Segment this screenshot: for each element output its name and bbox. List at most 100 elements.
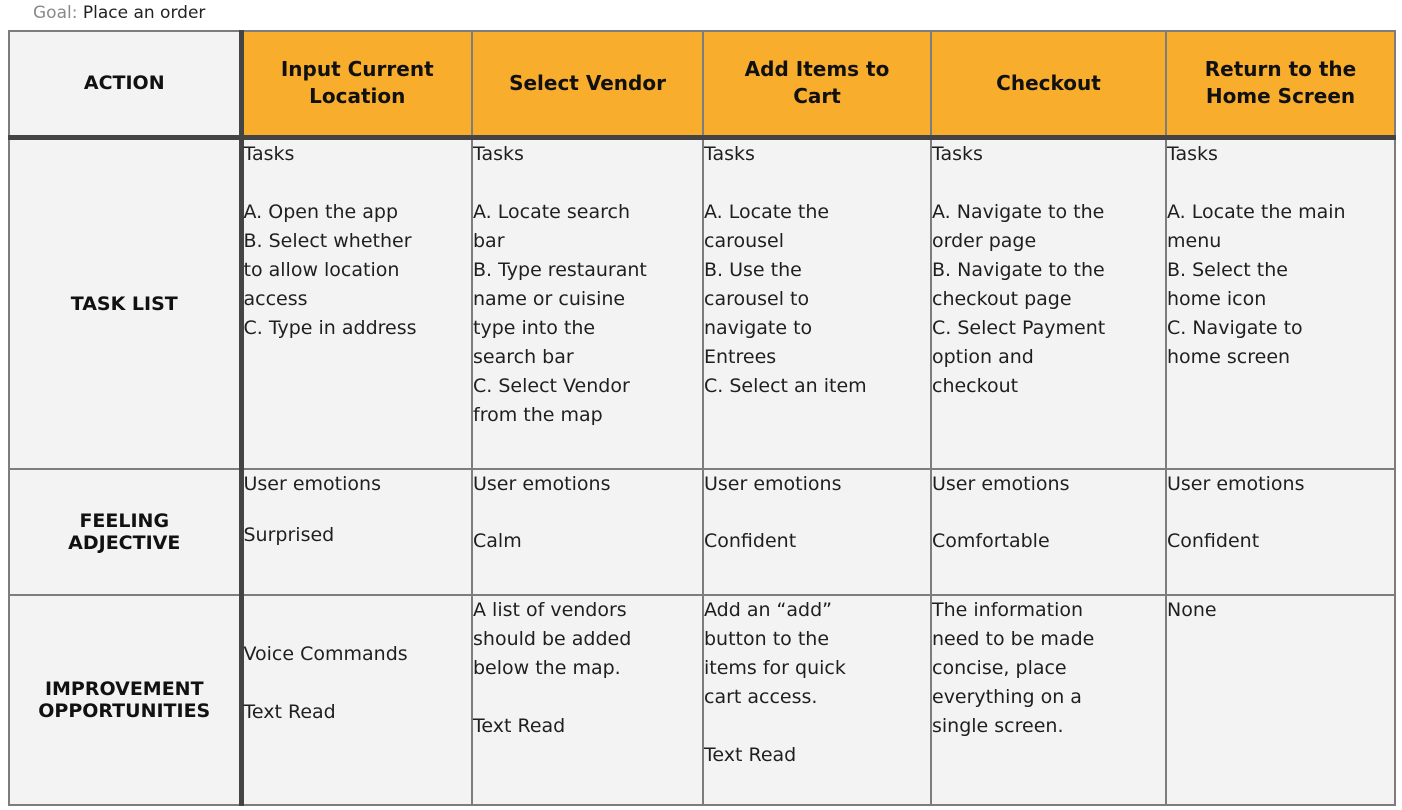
task-line: carousel <box>704 229 785 252</box>
task-line: name or cuisine <box>473 287 626 310</box>
emotion-value: Surprised <box>243 524 335 546</box>
header-line: Location <box>309 84 406 109</box>
goal-line: Goal: Place an order <box>33 3 205 23</box>
task-line: B. Select the <box>1167 258 1288 281</box>
row-header-task-list: TASK LIST <box>8 136 244 470</box>
task-line: C. Select Payment <box>932 316 1106 339</box>
opportunity-line: Text Read <box>704 744 797 766</box>
column-header-input-location: Input Current Location <box>240 30 473 140</box>
task-line: B. Use the <box>704 258 802 281</box>
improvement-row: IMPROVEMENT OPPORTUNITIES Voice Commands… <box>8 594 1396 806</box>
task-line: C. Select an item <box>704 374 867 397</box>
opportunity-line: need to be made <box>932 628 1095 650</box>
emotions-title: User emotions <box>243 473 381 495</box>
task-line: C. Navigate to <box>1167 316 1303 339</box>
task-cell-checkout: Tasks A. Navigate to the order page B. N… <box>930 136 1167 470</box>
row-header-line: ADJECTIVE <box>68 532 181 554</box>
feeling-cell-checkout: User emotions Comfortable <box>930 468 1167 596</box>
feeling-cell-input-location: User emotions Surprised <box>240 468 473 596</box>
task-line: C. Select Vendor <box>473 374 630 397</box>
opportunity-line: single screen. <box>932 715 1064 737</box>
opportunity-line: cart access. <box>704 686 818 708</box>
task-line: home icon <box>1167 287 1267 310</box>
row-header-improvement: IMPROVEMENT OPPORTUNITIES <box>8 594 244 806</box>
header-line: Home Screen <box>1205 84 1356 109</box>
header-line: Add Items to <box>744 57 890 82</box>
opportunity-line: None <box>1167 599 1217 621</box>
emotions-title: User emotions <box>1167 473 1305 495</box>
tasks-title: Tasks <box>473 142 524 165</box>
task-line: option and <box>932 345 1034 368</box>
task-line: menu <box>1167 229 1222 252</box>
row-header-line: IMPROVEMENT <box>44 678 204 700</box>
improvement-cell-add-items: Add an “add” button to the items for qui… <box>702 594 932 806</box>
tasks-title: Tasks <box>243 142 295 165</box>
task-line: checkout <box>932 374 1019 397</box>
feeling-row: FEELING ADJECTIVE User emotions Surprise… <box>8 468 1396 596</box>
task-line: A. Locate the <box>704 200 830 223</box>
opportunity-line: everything on a <box>932 686 1082 708</box>
improvement-cell-checkout: The information need to be made concise,… <box>930 594 1167 806</box>
goal-label: Goal: <box>33 3 78 23</box>
emotion-value: Confident <box>1167 530 1260 552</box>
emotions-title: User emotions <box>473 473 611 495</box>
column-header-select-vendor: Select Vendor <box>471 30 704 140</box>
task-list-row: TASK LIST Tasks A. Open the app B. Selec… <box>8 136 1396 470</box>
task-cell-add-items: Tasks A. Locate the carousel B. Use the … <box>702 136 932 470</box>
opportunity-line: concise, place <box>932 657 1067 679</box>
task-line: bar <box>473 229 505 252</box>
header-line: Return to the <box>1204 57 1357 82</box>
feeling-cell-add-items: User emotions Confident <box>702 468 932 596</box>
emotions-title: User emotions <box>704 473 842 495</box>
tasks-title: Tasks <box>932 142 983 165</box>
task-line: access <box>243 287 308 310</box>
header-line: Select Vendor <box>509 70 666 95</box>
opportunity-line: The information <box>932 599 1084 621</box>
header-line: Input Current <box>280 57 434 82</box>
task-line: carousel to <box>704 287 810 310</box>
opportunity-line: Text Read <box>243 701 336 723</box>
row-header-line: OPPORTUNITIES <box>38 700 211 722</box>
emotion-value: Confident <box>704 530 797 552</box>
task-cell-select-vendor: Tasks A. Locate search bar B. Type resta… <box>471 136 704 470</box>
task-line: B. Select whether <box>243 229 412 252</box>
task-line: A. Locate search <box>473 200 631 223</box>
task-cell-return-home: Tasks A. Locate the main menu B. Select … <box>1165 136 1396 470</box>
emotions-title: User emotions <box>932 473 1070 495</box>
opportunity-line: button to the <box>704 628 830 650</box>
task-line: A. Navigate to the <box>932 200 1105 223</box>
task-line: to allow location <box>243 258 400 281</box>
improvement-cell-input-location: Voice Commands Text Read <box>240 594 473 806</box>
row-header-line: FEELING <box>79 510 170 532</box>
emotion-value: Calm <box>473 530 522 552</box>
tasks-title: Tasks <box>704 142 755 165</box>
task-cell-input-location: Tasks A. Open the app B. Select whether … <box>240 136 473 470</box>
task-line: A. Open the app <box>243 200 399 223</box>
task-line: checkout page <box>932 287 1072 310</box>
row-header-feeling: FEELING ADJECTIVE <box>8 468 244 596</box>
header-line: Checkout <box>996 70 1101 95</box>
row-header-action: ACTION <box>8 30 244 140</box>
opportunity-line: below the map. <box>473 657 621 679</box>
opportunity-line: should be added <box>473 628 632 650</box>
header-line: Cart <box>793 84 841 109</box>
task-line: from the map <box>473 403 603 426</box>
action-row: ACTION Input Current Location Select Ven… <box>8 30 1396 140</box>
tasks-title: Tasks <box>1167 142 1218 165</box>
column-header-add-items: Add Items to Cart <box>702 30 932 140</box>
opportunity-line: A list of vendors <box>473 599 627 621</box>
opportunity-line: items for quick <box>704 657 846 679</box>
task-line: B. Type restaurant <box>473 258 647 281</box>
opportunity-line: Add an “add” <box>704 599 832 621</box>
task-line: Entrees <box>704 345 777 368</box>
task-line: order page <box>932 229 1037 252</box>
column-header-checkout: Checkout <box>930 30 1167 140</box>
user-journey-table: ACTION Input Current Location Select Ven… <box>8 30 1396 806</box>
improvement-cell-select-vendor: A list of vendors should be added below … <box>471 594 704 806</box>
opportunity-line: Text Read <box>473 715 566 737</box>
task-line: A. Locate the main <box>1167 200 1346 223</box>
task-line: search bar <box>473 345 574 368</box>
improvement-cell-return-home: None <box>1165 594 1396 806</box>
feeling-cell-select-vendor: User emotions Calm <box>471 468 704 596</box>
task-line: home screen <box>1167 345 1291 368</box>
